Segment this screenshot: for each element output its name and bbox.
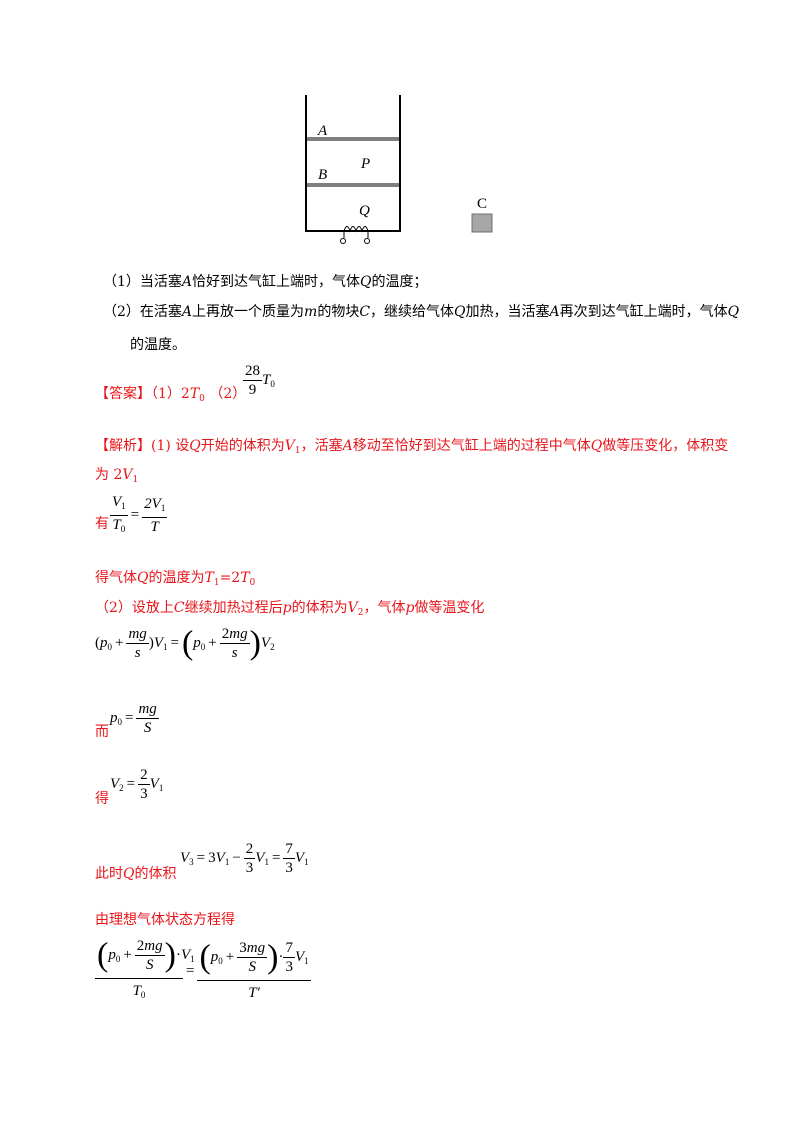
eq1-v1: V — [112, 494, 122, 510]
q1-text-end: 的温度； — [371, 274, 428, 290]
analysis-l1-v: V — [284, 438, 295, 454]
q2-text: （2）在活塞 — [103, 304, 182, 320]
eq1-t0: T — [112, 517, 121, 533]
analysis-l4-d: ，气体 — [363, 600, 406, 616]
ci-line: 此时Q的体积 — [95, 864, 176, 884]
answer-part1: （1）2 — [151, 386, 190, 402]
analysis-l4-b: 继续加热过程后 — [184, 600, 283, 616]
q1-var-q: Q — [360, 274, 372, 290]
analysis-line-2: 为 2V1 — [95, 465, 138, 490]
answer-line: 【答案】（1）2T0 （2） — [95, 384, 246, 409]
answer-numerator: 28 — [243, 363, 262, 381]
analysis-l4-a: （2）设放上 — [95, 600, 174, 616]
answer-sub0: 0 — [199, 394, 205, 404]
q2-text-mid3: ，继续给气体 — [370, 304, 455, 320]
q1-text-mid: 恰好到达气缸上端时，气体 — [192, 274, 361, 290]
q2-var-c: C — [359, 304, 371, 320]
label-b: B — [318, 167, 327, 183]
er-label: 而 — [95, 724, 109, 740]
analysis-l1-d: 移动至恰好到达气缸上端的过程中气体 — [352, 438, 591, 454]
ci-b: 的体积 — [134, 866, 177, 882]
analysis-l4-p2: p — [405, 600, 415, 616]
q2-text-mid2: 的物块 — [317, 304, 360, 320]
question-2-line-2: 的温度。 — [130, 335, 186, 355]
analysis-l1-c: ，活塞 — [300, 438, 343, 454]
q2-var-q: Q — [454, 304, 466, 320]
q1-var-a: A — [181, 274, 193, 290]
answer-part2: （2） — [209, 386, 247, 402]
answer-t: T — [189, 386, 200, 402]
label-q: Q — [359, 203, 370, 219]
q2-text-mid: 上再放一个质量为 — [192, 304, 305, 320]
question-2: （2）在活塞A上再放一个质量为m的物块C，继续给气体Q加热，当活塞A再次到达气缸… — [103, 302, 739, 322]
analysis-l1-q: Q — [189, 438, 201, 454]
analysis-l4-e: 做等温变化 — [414, 600, 485, 616]
ideal-gas-line: 由理想气体状态方程得 — [95, 912, 235, 928]
q2-text-mid4: 加热，当活塞 — [465, 304, 550, 320]
analysis-line-1: 【解析】(1) 设Q开始的体积为V1，活塞A移动至恰好到达气缸上端的过程中气体Q… — [95, 436, 728, 461]
analysis-l4-p: p — [282, 600, 292, 616]
answer-frac-sub0: 0 — [270, 378, 275, 389]
you-label: 有 — [95, 516, 109, 532]
q1-text: （1）当活塞 — [103, 274, 182, 290]
analysis-l2-a: 为 2 — [95, 467, 123, 483]
analysis-l1-a-var: A — [342, 438, 353, 454]
analysis-l4-v2: V — [347, 600, 358, 616]
analysis-l3-q: Q — [137, 570, 149, 586]
heater-coil-icon — [340, 226, 370, 244]
answer-denominator: 9 — [248, 382, 257, 398]
analysis-l3-a: 得气体 — [95, 570, 137, 586]
piston-a — [307, 137, 399, 141]
analysis-l1-b: 开始的体积为 — [200, 438, 285, 454]
analysis-l1-sub: 1 — [294, 446, 301, 456]
ci-a: 此时 — [95, 866, 123, 882]
analysis-l3-eq: =2 — [219, 570, 241, 586]
cylinder-diagram: A B P Q C — [305, 95, 493, 244]
analysis-l1-q2: Q — [590, 438, 603, 454]
analysis-l3-b: 的温度为 — [148, 570, 205, 586]
analysis-l1-a: (1) 设 — [151, 438, 190, 454]
answer-label: 【答案】 — [95, 386, 151, 402]
q2-var-a: A — [181, 304, 193, 320]
piston-b — [307, 183, 399, 187]
analysis-line-4: （2）设放上C继续加热过程后p的体积为V2，气体p做等温变化 — [95, 600, 485, 618]
analysis-l2-sub: 1 — [132, 475, 139, 485]
analysis-l3-t1: T — [204, 570, 214, 586]
q2-var-q2: Q — [727, 304, 740, 320]
block-c — [471, 213, 493, 233]
analysis-l3-t0: T — [240, 570, 250, 586]
analysis-label: 【解析】 — [95, 438, 151, 454]
analysis-line-3: 得气体Q的温度为T1=2T0 — [95, 570, 256, 588]
q2-text-line2: 的温度。 — [130, 337, 186, 353]
answer-frac-t: T — [262, 371, 271, 388]
q2-var-m: m — [304, 304, 318, 320]
analysis-l1-e: 做等压变化，体积变 — [602, 438, 729, 454]
q2-text-mid5: 再次到达气缸上端时，气体 — [559, 304, 728, 320]
ci-q: Q — [123, 866, 135, 882]
label-c: C — [477, 196, 487, 212]
label-a: A — [317, 123, 328, 139]
de-label: 得 — [95, 791, 109, 807]
question-1: （1）当活塞A恰好到达气缸上端时，气体Q的温度； — [103, 272, 428, 292]
q2-var-a2: A — [549, 304, 560, 320]
eq1-2v1: 2V — [144, 496, 161, 512]
label-p: P — [360, 156, 370, 172]
eq1-t: T — [150, 519, 159, 535]
analysis-l2-v: V — [122, 467, 133, 483]
analysis-l4-c: 的体积为 — [291, 600, 348, 616]
analysis-l4-c-var: C — [173, 600, 185, 616]
